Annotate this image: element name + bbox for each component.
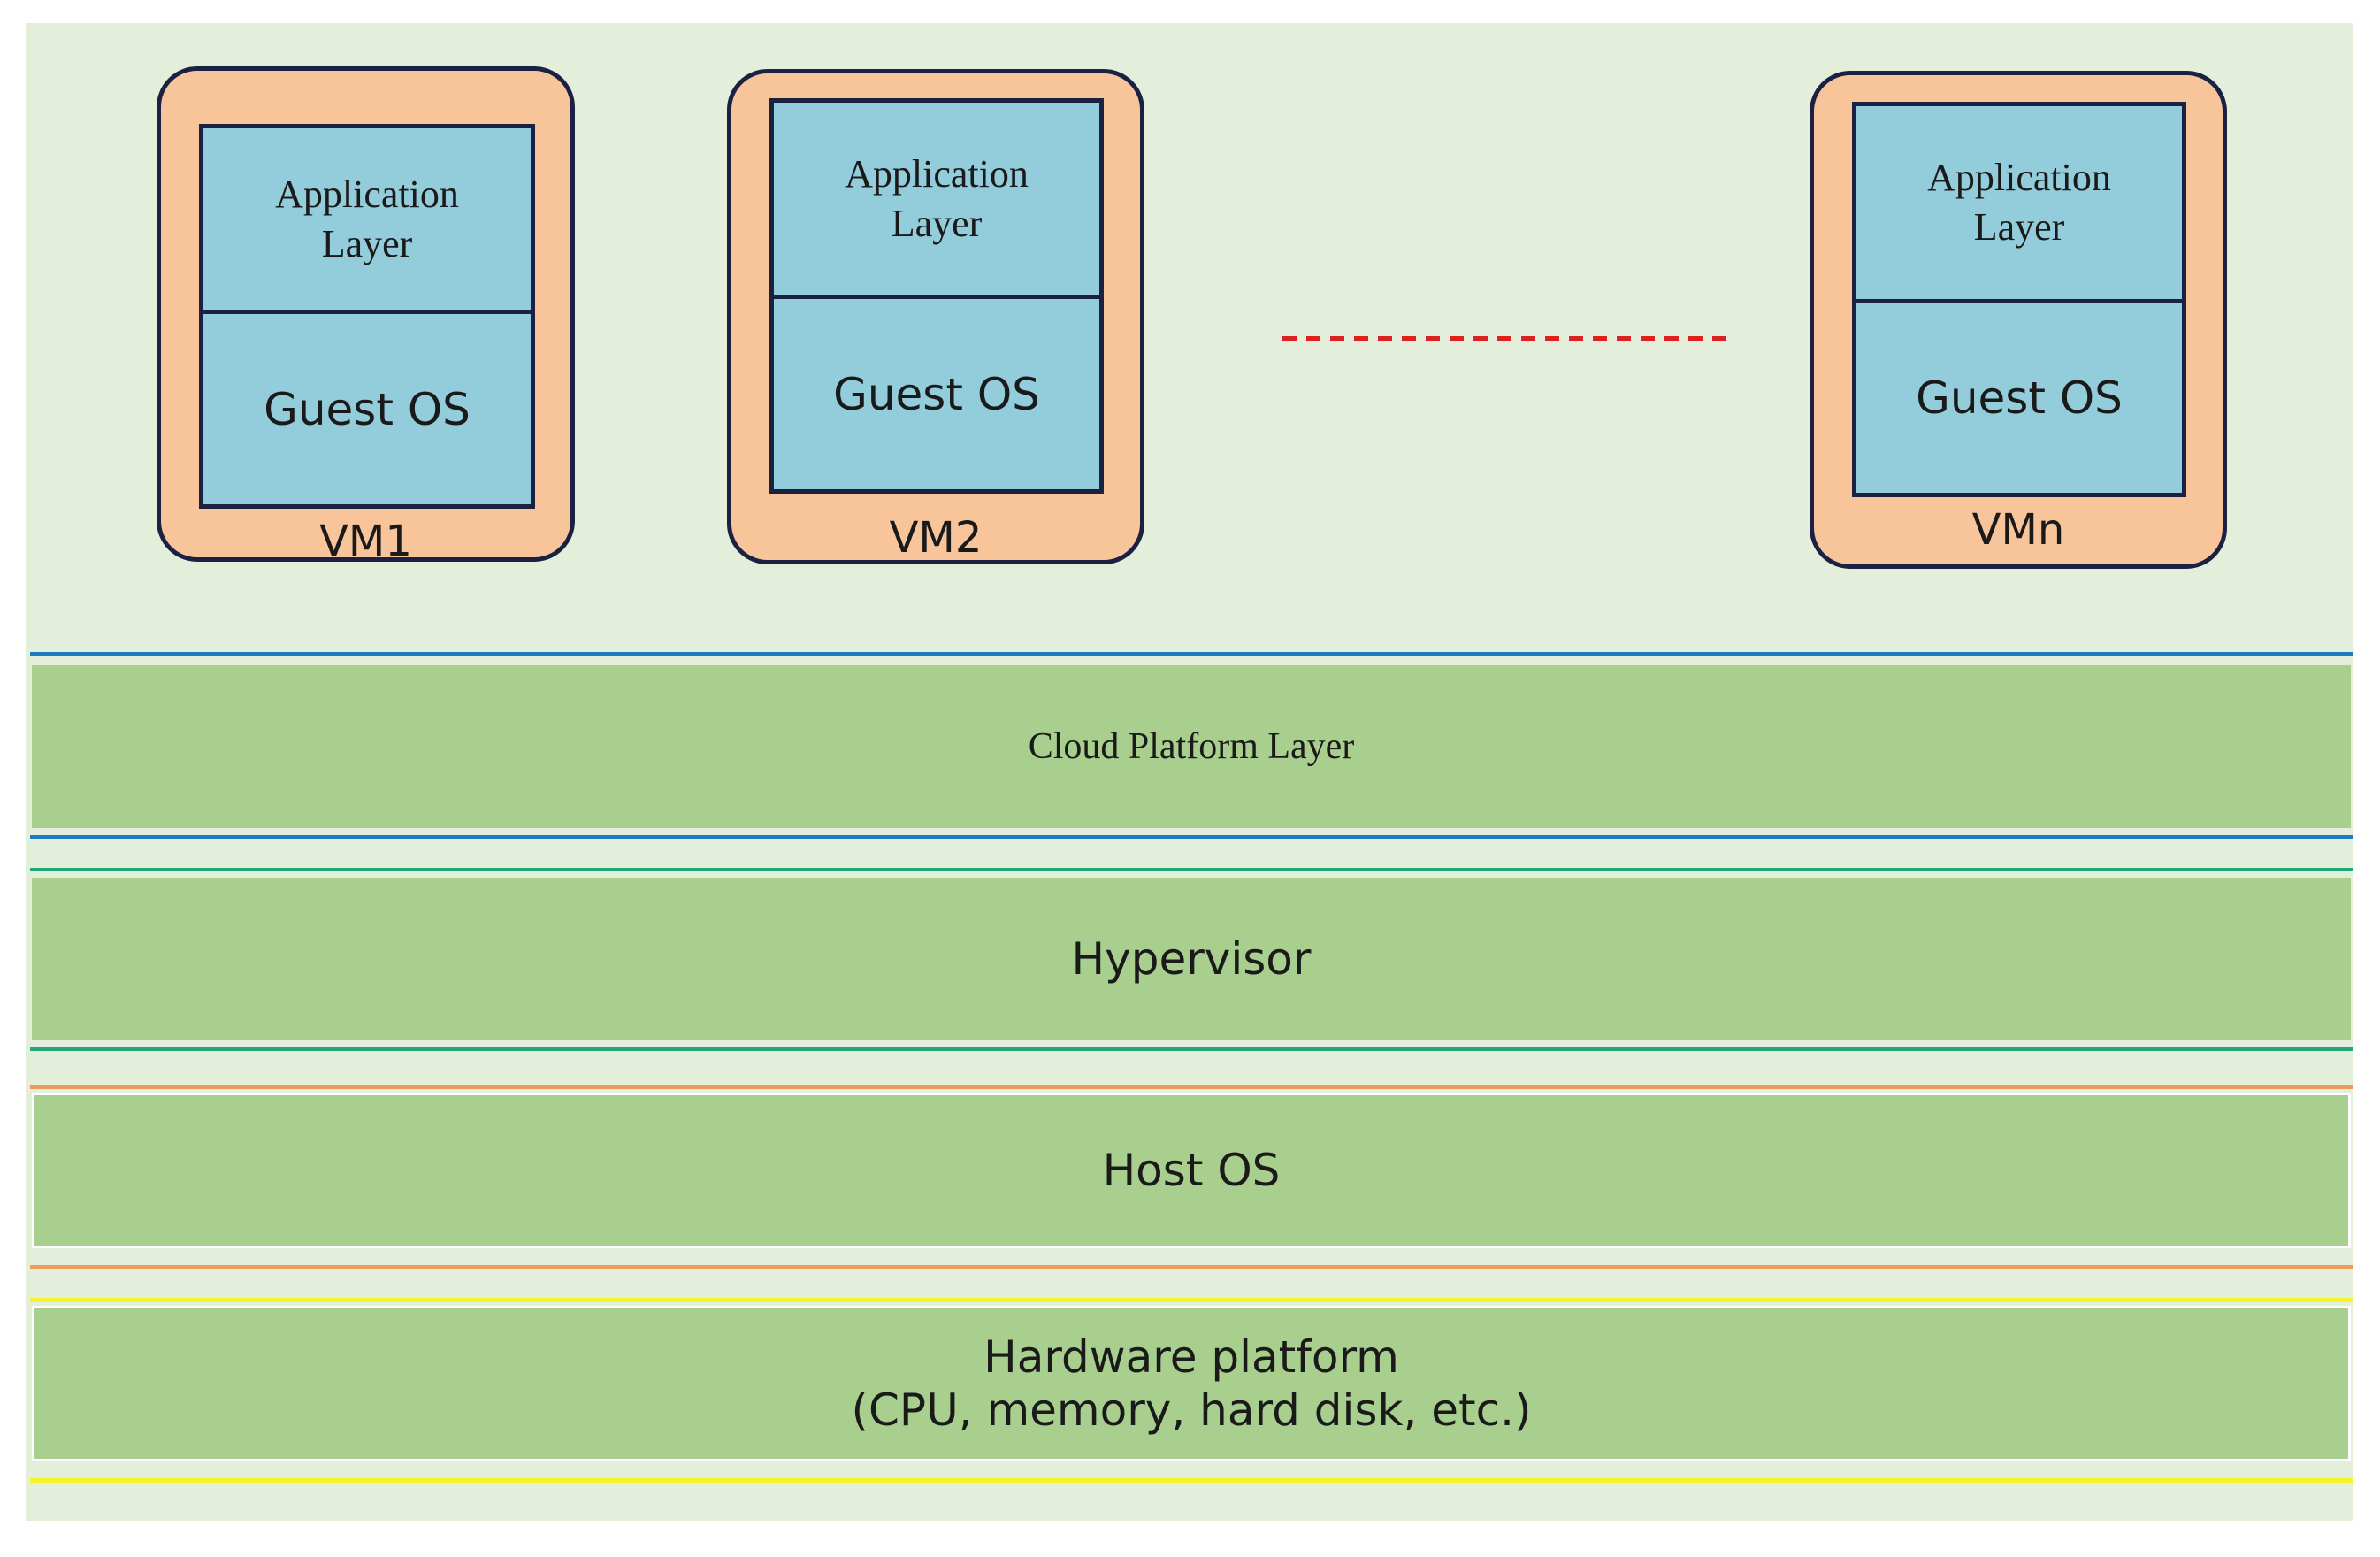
vm-n-label: VMn (1971, 505, 2065, 555)
vm-n-application-layer: Application Layer (1852, 102, 2186, 303)
vm-1-application-layer: Application Layer (199, 124, 535, 314)
hardware-top-rule (30, 1298, 2353, 1302)
vm-1-label: VM1 (319, 517, 412, 566)
cloud-platform-layer-label: Cloud Platform Layer (1028, 726, 1355, 767)
cloud-platform-layer: Cloud Platform Layer (32, 665, 2351, 828)
hypervisor-layer: Hypervisor (32, 878, 2351, 1040)
vm-1-guest-os: Guest OS (199, 310, 535, 509)
host-os-bottom-rule (30, 1265, 2353, 1269)
vm-2-guest-os-label: Guest OS (833, 368, 1040, 420)
vm-2-application-layer-line2: Layer (891, 201, 983, 245)
vm-n-guest-os-label: Guest OS (1916, 372, 2123, 424)
vm-1-application-layer-line2: Layer (321, 221, 413, 265)
hypervisor-top-rule (30, 868, 2353, 871)
vm-n-application-layer-line2: Layer (1973, 205, 2065, 249)
host-os-top-rule (30, 1085, 2353, 1089)
host-os-label: Host OS (1102, 1145, 1281, 1196)
vm-n: Application Layer Guest OS VMn (1810, 71, 2227, 569)
vm-2: Application Layer Guest OS VM2 (727, 69, 1144, 564)
vm-n-guest-os: Guest OS (1852, 299, 2186, 497)
cloud-layer-bottom-rule (30, 835, 2353, 839)
vm-1: Application Layer Guest OS VM1 (157, 66, 575, 566)
vm-n-application-layer-line1: Application (1927, 156, 2111, 199)
vm-1-application-layer-line1: Application (275, 172, 459, 216)
hardware-platform-label-line1: Hardware platform (983, 1331, 1399, 1383)
hardware-platform-layer: Hardware platform (CPU, memory, hard dis… (32, 1306, 2351, 1461)
cloud-layer-top-rule (30, 652, 2353, 656)
vm-2-application-layer-line1: Application (845, 151, 1029, 196)
host-os-layer: Host OS (32, 1093, 2351, 1248)
vm-1-guest-os-label: Guest OS (264, 383, 471, 435)
hypervisor-bottom-rule (30, 1047, 2353, 1051)
hardware-platform-label-line2: (CPU, memory, hard disk, etc.) (851, 1384, 1532, 1436)
vm-2-label: VM2 (889, 513, 983, 563)
vm-2-guest-os: Guest OS (769, 295, 1104, 494)
hypervisor-label: Hypervisor (1071, 933, 1312, 985)
vm-ellipsis-dashed-line (1282, 336, 1733, 341)
vm-2-application-layer: Application Layer (769, 98, 1104, 299)
hardware-bottom-rule (30, 1478, 2353, 1483)
